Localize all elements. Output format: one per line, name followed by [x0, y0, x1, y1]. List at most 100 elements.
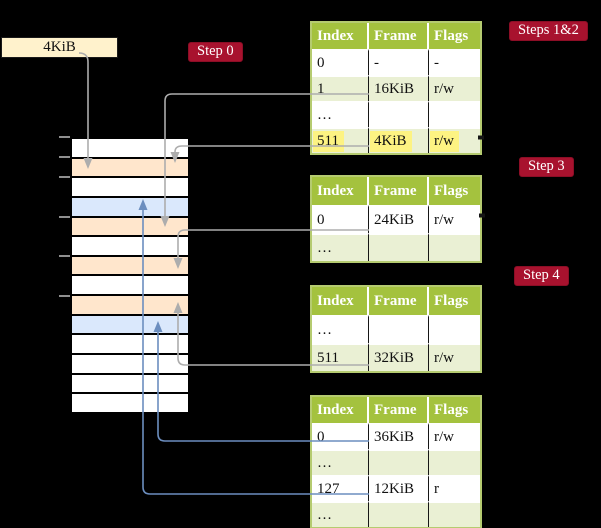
- address-tick: [59, 255, 70, 257]
- table-cell: 0: [312, 423, 369, 449]
- cell-value: 0: [317, 54, 325, 71]
- table-cell: [369, 233, 429, 261]
- header-cell-flags: Flags: [429, 287, 480, 315]
- table-cell: 4KiB: [369, 127, 429, 153]
- physical-memory-column: [70, 137, 190, 414]
- cell-value: -: [434, 54, 439, 71]
- table-cell: 0: [312, 205, 369, 233]
- header-cell-flags: Flags: [429, 23, 480, 49]
- header-cell-flags: Flags: [429, 397, 480, 423]
- table-cell: 1: [312, 75, 369, 101]
- cell-value: …: [317, 454, 332, 471]
- memory-frame-row-white: [72, 276, 188, 297]
- table-cell: 511: [312, 343, 369, 371]
- table-cell: [369, 101, 429, 127]
- cell-value: 32KiB: [374, 349, 415, 366]
- highlighted-value: 511: [313, 130, 344, 152]
- table-cell: -: [429, 49, 480, 75]
- memory-frame-row-orange: [72, 256, 188, 277]
- cell-value: r/w: [434, 349, 454, 366]
- cell-value: r/w: [434, 428, 454, 445]
- header-cell-index: Index: [312, 287, 369, 315]
- cell-value: 36KiB: [374, 428, 415, 445]
- frame-size-label: 4KiB: [43, 39, 76, 55]
- cell-value: r/w: [434, 211, 454, 228]
- frame-size-box: 4KiB: [1, 37, 118, 58]
- table-cell: 24KiB: [369, 205, 429, 233]
- header-cell-index: Index: [312, 23, 369, 49]
- table-cell: …: [312, 449, 369, 475]
- memory-frame-row-white: [72, 355, 188, 375]
- badge-steps12: Steps 1&2: [509, 21, 588, 41]
- badge-step3: Step 3: [519, 157, 574, 177]
- table-cell: 511: [312, 127, 369, 153]
- table-cell: [429, 233, 480, 261]
- badge-step4: Step 4: [514, 266, 569, 286]
- table-cell: 36KiB: [369, 423, 429, 449]
- table-cell: r/w: [429, 423, 480, 449]
- memory-frame-row-white: [72, 139, 188, 159]
- table-cell: -: [369, 49, 429, 75]
- cell-value: 511: [317, 349, 339, 366]
- header-cell-index: Index: [312, 177, 369, 205]
- table-cell: …: [312, 501, 369, 527]
- memory-frame-row-white: [72, 178, 188, 198]
- cell-value: …: [317, 321, 332, 338]
- memory-frame-row-white: [72, 374, 188, 395]
- memory-frame-row-blue: [72, 197, 188, 218]
- table-cell: 32KiB: [369, 343, 429, 371]
- table-cell: 16KiB: [369, 75, 429, 101]
- table-cell: [369, 501, 429, 527]
- address-tick: [59, 176, 70, 178]
- header-cell-flags: Flags: [429, 177, 480, 205]
- table-cell: 0: [312, 49, 369, 75]
- table-cell: r: [429, 475, 480, 501]
- cell-value: 12KiB: [374, 480, 415, 497]
- table-cell: 12KiB: [369, 475, 429, 501]
- badge-step0: Step 0: [188, 42, 243, 62]
- table-cell: [429, 501, 480, 527]
- table-cell: [429, 315, 480, 343]
- table-cell: …: [312, 101, 369, 127]
- memory-frame-row-orange: [72, 296, 188, 316]
- table-cell: …: [312, 233, 369, 261]
- address-tick: [59, 136, 70, 138]
- address-tick: [59, 156, 70, 158]
- cell-value: r/w: [434, 80, 454, 97]
- table-cell: [369, 449, 429, 475]
- table-cell: …: [312, 315, 369, 343]
- cell-value: 24KiB: [374, 211, 415, 228]
- cell-value: r: [434, 480, 439, 497]
- header-cell-index: Index: [312, 397, 369, 423]
- cell-value: …: [317, 506, 332, 523]
- table-cell: [429, 449, 480, 475]
- table-cell: r/w: [429, 205, 480, 233]
- table-cell: [429, 101, 480, 127]
- table-cell: r/w: [429, 127, 480, 153]
- memory-frame-row-orange: [72, 217, 188, 238]
- header-cell-frame: Frame: [369, 177, 429, 205]
- table-cell: 127: [312, 475, 369, 501]
- header-cell-frame: Frame: [369, 23, 429, 49]
- cell-value: 1: [317, 80, 325, 97]
- table-cell: [369, 315, 429, 343]
- cell-value: -: [374, 54, 379, 71]
- cell-value: 0: [317, 211, 325, 228]
- cell-value: …: [317, 106, 332, 123]
- highlighted-value: 4KiB: [370, 130, 412, 152]
- cell-value: 0: [317, 428, 325, 445]
- table-cell: r/w: [429, 75, 480, 101]
- address-tick: [59, 295, 70, 297]
- cell-value: 127: [317, 480, 340, 497]
- table-cell: r/w: [429, 343, 480, 371]
- memory-frame-row-white: [72, 394, 188, 412]
- cell-value: …: [317, 239, 332, 256]
- highlighted-value: r/w: [430, 130, 459, 152]
- memory-frame-row-white: [72, 237, 188, 257]
- header-cell-frame: Frame: [369, 397, 429, 423]
